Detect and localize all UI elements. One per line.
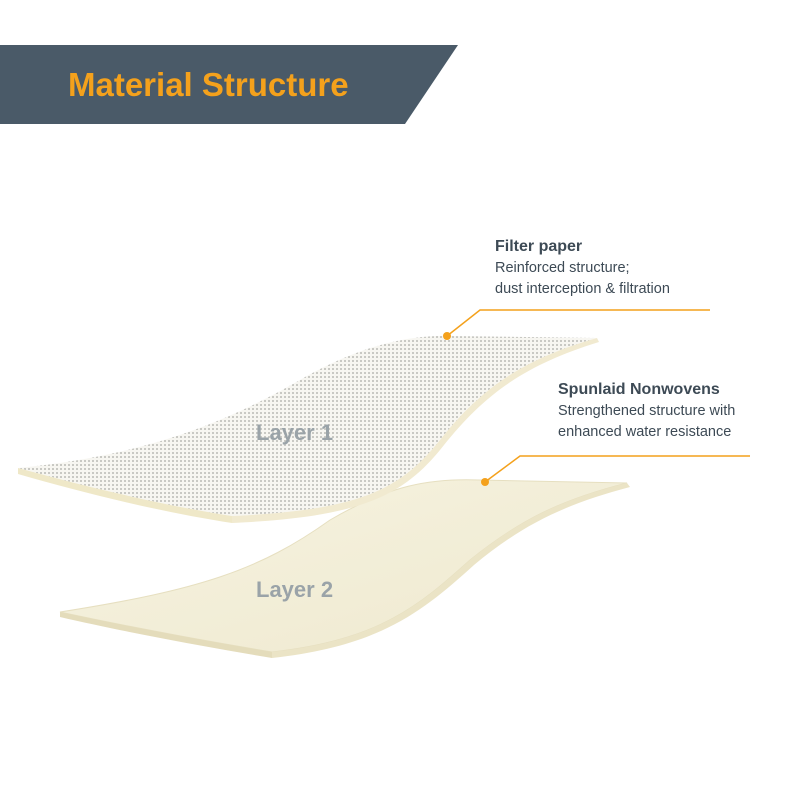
layer-2-label: Layer 2 (256, 577, 334, 602)
spunlaid-callout: Spunlaid Nonwovens Strengthened structur… (558, 379, 735, 443)
layer-1-sheet (18, 335, 599, 523)
callout-spunlaid (481, 455, 750, 486)
spunlaid-title: Spunlaid Nonwovens (558, 381, 720, 398)
spunlaid-desc-line-2: enhanced water resistance (558, 424, 732, 440)
filter-paper-title: Filter paper (495, 238, 583, 255)
layer-1-label: Layer 1 (256, 420, 334, 445)
page-title: Material Structure (68, 66, 349, 103)
filter-paper-desc-line-1: Reinforced structure; (495, 260, 630, 276)
filter-paper-callout: Filter paper Reinforced structure; dust … (495, 236, 670, 300)
filter-paper-desc-line-2: dust interception & filtration (495, 281, 670, 297)
banner-background (0, 45, 458, 124)
spunlaid-desc-line-1: Strengthened structure with (558, 403, 736, 419)
callout-filter-paper (443, 309, 710, 340)
title-banner: Material Structure (0, 45, 458, 124)
layer-2-sheet (59, 479, 630, 658)
